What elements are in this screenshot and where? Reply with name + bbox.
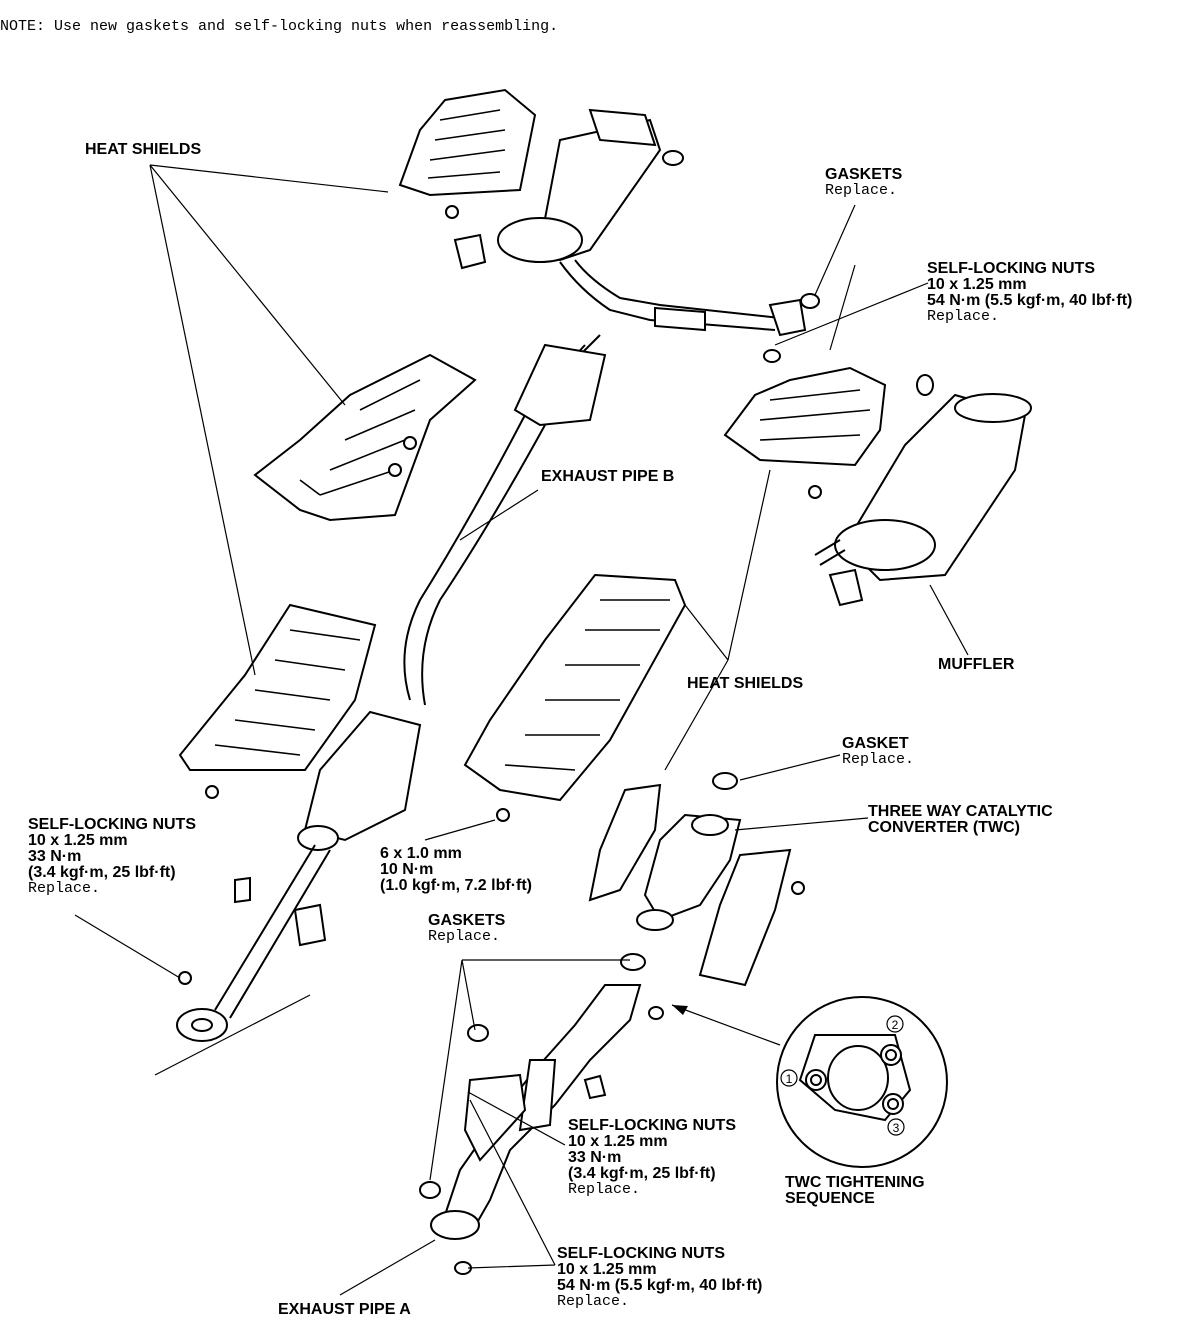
nuts-left-label: SELF-LOCKING NUTS 10 x 1.25 mm 33 N·m (3… [28, 817, 196, 897]
muffler-label: MUFFLER [938, 656, 1015, 673]
nuts-top-right-title: SELF-LOCKING NUTS [927, 260, 1095, 277]
exhaust-pipe-b-label: EXHAUST PIPE B [541, 468, 675, 485]
nuts-left-torque-alt: (3.4 kgf·m, 25 lbf·ft) [28, 864, 176, 881]
sequence-step-2: 2 [892, 1018, 899, 1032]
twc-label: THREE WAY CATALYTIC CONVERTER (TWC) [868, 804, 1053, 836]
twc-sequence-inset: 1 2 3 [776, 996, 948, 1168]
muffler-drawing [814, 374, 1032, 607]
nuts-mid-bottom-label: SELF-LOCKING NUTS 10 x 1.25 mm 33 N·m (3… [568, 1118, 736, 1198]
nuts-bottom-label: SELF-LOCKING NUTS 10 x 1.25 mm 54 N·m (5… [557, 1246, 762, 1310]
gaskets-bottom-title: GASKETS [428, 912, 506, 929]
gasket-twc-label: GASKET Replace. [842, 736, 914, 768]
bolt-spec-torque-alt: (1.0 kgf·m, 7.2 lbf·ft) [380, 877, 533, 894]
sequence-step-3: 3 [893, 1121, 900, 1135]
twc-line1: THREE WAY CATALYTIC [868, 803, 1053, 820]
gasket-twc-action: Replace. [842, 751, 915, 768]
gaskets-top-action: Replace. [825, 182, 898, 199]
gaskets-top-title: GASKETS [825, 166, 903, 183]
hangers-drawing [178, 876, 327, 985]
heat-shields-top-label: HEAT SHIELDS [85, 141, 202, 158]
heat-shield-left-lower-drawing [178, 603, 377, 799]
twc-sequence-line2: SEQUENCE [785, 1190, 875, 1207]
nuts-bottom-action: Replace. [557, 1293, 630, 1310]
heat-shield-right-drawing [723, 366, 887, 499]
nuts-bottom-title: SELF-LOCKING NUTS [557, 1245, 725, 1262]
gaskets-bottom-action: Replace. [428, 928, 501, 945]
heat-shield-top-drawing [398, 88, 537, 197]
gaskets-top-label: GASKETS Replace. [825, 167, 902, 199]
nuts-top-right-size: 10 x 1.25 mm [927, 276, 1027, 293]
twc-drawing [588, 772, 805, 987]
front-silencer-drawing [445, 108, 820, 363]
nuts-bottom-torque: 54 N·m (5.5 kgf·m, 40 lbf·ft) [557, 1277, 763, 1294]
twc-sequence-label: TWC TIGHTENING SEQUENCE [785, 1175, 925, 1207]
nuts-left-action: Replace. [28, 880, 101, 897]
exhaust-pipe-b-drawing [176, 334, 607, 1042]
nuts-mid-bottom-title: SELF-LOCKING NUTS [568, 1117, 736, 1134]
twc-line2: CONVERTER (TWC) [868, 819, 1020, 836]
nuts-left-size: 10 x 1.25 mm [28, 832, 128, 849]
heat-shield-upper-mid-drawing [253, 353, 477, 522]
heat-shield-center-drawing [463, 573, 687, 822]
heat-shields-mid-label: HEAT SHIELDS [687, 675, 804, 692]
nuts-left-title: SELF-LOCKING NUTS [28, 816, 196, 833]
nuts-mid-bottom-action: Replace. [568, 1181, 641, 1198]
exhaust-pipe-a-drawing [419, 953, 664, 1275]
gaskets-bottom-label: GASKETS Replace. [428, 913, 505, 945]
nuts-top-right-label: SELF-LOCKING NUTS 10 x 1.25 mm 54 N·m (5… [927, 261, 1132, 325]
bolt-spec-label: 6 x 1.0 mm 10 N·m (1.0 kgf·m, 7.2 lbf·ft… [380, 846, 532, 894]
nuts-mid-bottom-torque: 33 N·m [568, 1149, 622, 1166]
reassembly-note: NOTE: Use new gaskets and self-locking n… [0, 18, 559, 35]
twc-sequence-line1: TWC TIGHTENING [785, 1174, 925, 1191]
nuts-mid-bottom-size: 10 x 1.25 mm [568, 1133, 668, 1150]
nuts-top-right-action: Replace. [927, 308, 1000, 325]
nuts-mid-bottom-torque-alt: (3.4 kgf·m, 25 lbf·ft) [568, 1165, 716, 1182]
sequence-step-1: 1 [786, 1072, 793, 1086]
bolt-spec-size: 6 x 1.0 mm [380, 845, 462, 862]
nuts-bottom-size: 10 x 1.25 mm [557, 1261, 657, 1278]
exhaust-pipe-a-label: EXHAUST PIPE A [278, 1301, 411, 1318]
bolt-spec-torque: 10 N·m [380, 861, 434, 878]
gasket-twc-title: GASKET [842, 735, 909, 752]
nuts-left-torque: 33 N·m [28, 848, 82, 865]
leader-lines [74, 164, 969, 1296]
nuts-top-right-torque: 54 N·m (5.5 kgf·m, 40 lbf·ft) [927, 292, 1133, 309]
